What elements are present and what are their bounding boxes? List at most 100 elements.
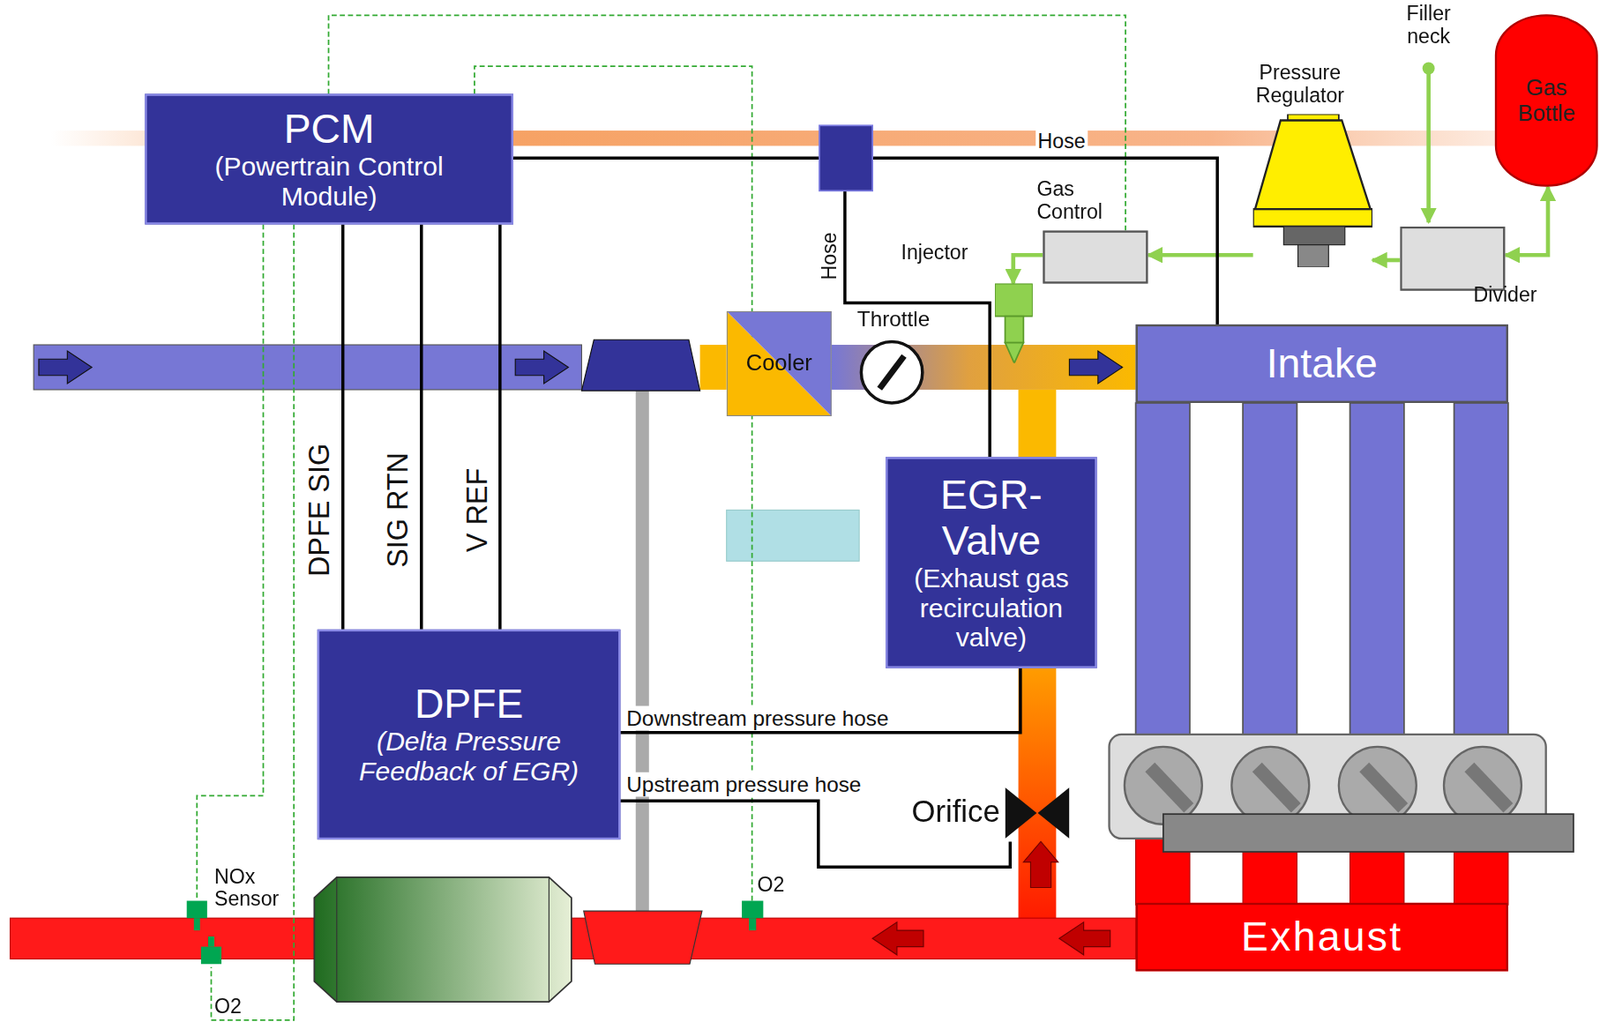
engine-block — [1364, 767, 1404, 808]
part-label: Throttle — [857, 306, 960, 331]
injector: Injector — [994, 284, 1033, 364]
compressor — [581, 339, 700, 391]
ori-shape — [1005, 787, 1038, 839]
sensor-label: NOx Sensor — [214, 865, 292, 912]
engine-block — [1338, 747, 1417, 825]
gas-line — [1504, 186, 1548, 256]
connector-line — [498, 224, 501, 630]
sensor-label: O2 — [214, 994, 242, 1018]
egr-pipe — [1018, 389, 1057, 457]
vacuum-hose — [844, 190, 990, 457]
turbine — [583, 911, 703, 965]
filler-neck — [1422, 62, 1436, 224]
hose-label: Upstream pressure hose — [624, 772, 864, 797]
exhaust-pipe — [10, 918, 1137, 959]
cooling-box — [726, 509, 860, 561]
part-label: Divider — [1473, 284, 1566, 307]
air-pipe — [700, 344, 727, 390]
node-title: Cooler — [746, 351, 813, 376]
cool-shape — [726, 311, 832, 417]
ori-shape — [1005, 785, 1070, 843]
sensor — [186, 901, 208, 920]
node-title: Exhaust — [1241, 914, 1403, 961]
node-title: DPFE — [414, 681, 524, 728]
engine-block — [1231, 747, 1309, 825]
flow-arrow — [1069, 351, 1122, 384]
node-subtitle: (Exhaust gas recirculation valve) — [891, 563, 1092, 653]
connector-line — [419, 224, 423, 630]
pressure-regulator: Pressure Regulator — [1253, 114, 1373, 269]
connector-line — [620, 668, 1021, 733]
intake-runner — [1136, 403, 1190, 735]
sensor — [748, 918, 756, 931]
reg-shape — [1298, 245, 1330, 268]
engine-block — [1150, 767, 1189, 808]
gas-line — [1013, 254, 1044, 284]
engine-block — [1443, 747, 1522, 825]
reg-shape — [1283, 226, 1345, 246]
exhaust-arrow — [1059, 922, 1111, 956]
signal-name: DPFE SIG — [303, 441, 336, 580]
gas-bottle: Gas Bottle — [1495, 14, 1599, 187]
sensor — [741, 901, 763, 920]
thr-shape — [859, 339, 925, 405]
connector-line — [341, 224, 344, 630]
catalyst — [548, 877, 550, 1002]
node-title: Intake — [1266, 341, 1378, 388]
signal-name: SIG RTN — [381, 450, 414, 570]
cooler: Cooler — [726, 311, 832, 417]
signal-name: V REF — [461, 465, 494, 554]
engine-block — [1124, 747, 1203, 825]
engine-block — [1256, 767, 1296, 808]
cool-shape — [726, 311, 831, 416]
orifice: Orifice — [1005, 785, 1070, 843]
hose-junction — [819, 125, 873, 191]
vacuum-hose — [844, 190, 990, 457]
flow-arrow — [38, 351, 92, 384]
part-label: Injector — [901, 240, 994, 264]
gas-line — [1147, 253, 1253, 258]
gas-line — [1372, 258, 1400, 263]
reg-shape — [1253, 114, 1373, 269]
sensor — [208, 936, 215, 948]
sensor-label: O2 — [756, 873, 785, 897]
inj-shape — [1005, 316, 1025, 344]
hose-label: Hose — [818, 231, 842, 280]
sensor — [194, 918, 201, 931]
gas-control-box: Gas Control — [1042, 230, 1148, 284]
intake-runner — [1136, 403, 1509, 735]
filler-neck — [1426, 68, 1431, 224]
hose-label: Downstream pressure hose — [624, 706, 891, 731]
flow-arrow — [515, 351, 569, 384]
thr-shape — [879, 356, 905, 389]
sensor-wire — [210, 224, 294, 1021]
intake-runner — [1350, 403, 1405, 735]
reg-shape — [1255, 120, 1371, 210]
turbine — [583, 911, 703, 965]
part-label: Orifice — [899, 794, 1000, 830]
control-module: PCM(Powertrain Control Module) — [144, 93, 514, 225]
intake-runner — [1454, 403, 1509, 735]
inj-shape — [994, 284, 1033, 364]
flow-arrow — [38, 351, 1123, 384]
exhaust-arrow — [872, 841, 1111, 955]
engine-block — [1469, 767, 1509, 808]
exhaust-pipe — [10, 918, 1137, 959]
part-label: Gas Control — [1036, 177, 1129, 224]
turbo-shaft — [635, 390, 650, 913]
sensor — [201, 947, 222, 965]
throttle-valve: Throttle — [859, 339, 925, 405]
hose-junction — [819, 125, 873, 191]
node-subtitle: (Powertrain Control Module) — [186, 152, 472, 212]
cool-shape — [726, 311, 832, 417]
intake-runner — [1242, 403, 1297, 735]
sensor-wire — [196, 224, 263, 902]
egr-valve: EGR- Valve(Exhaust gas recirculation val… — [885, 456, 1097, 668]
exhaust-manifold: Exhaust — [1136, 903, 1509, 972]
reg-shape — [1253, 209, 1373, 227]
inj-shape — [1005, 343, 1025, 364]
intake-manifold: Intake — [1136, 324, 1509, 404]
ori-shape — [1038, 787, 1070, 839]
exhaust-arrow — [872, 922, 924, 956]
